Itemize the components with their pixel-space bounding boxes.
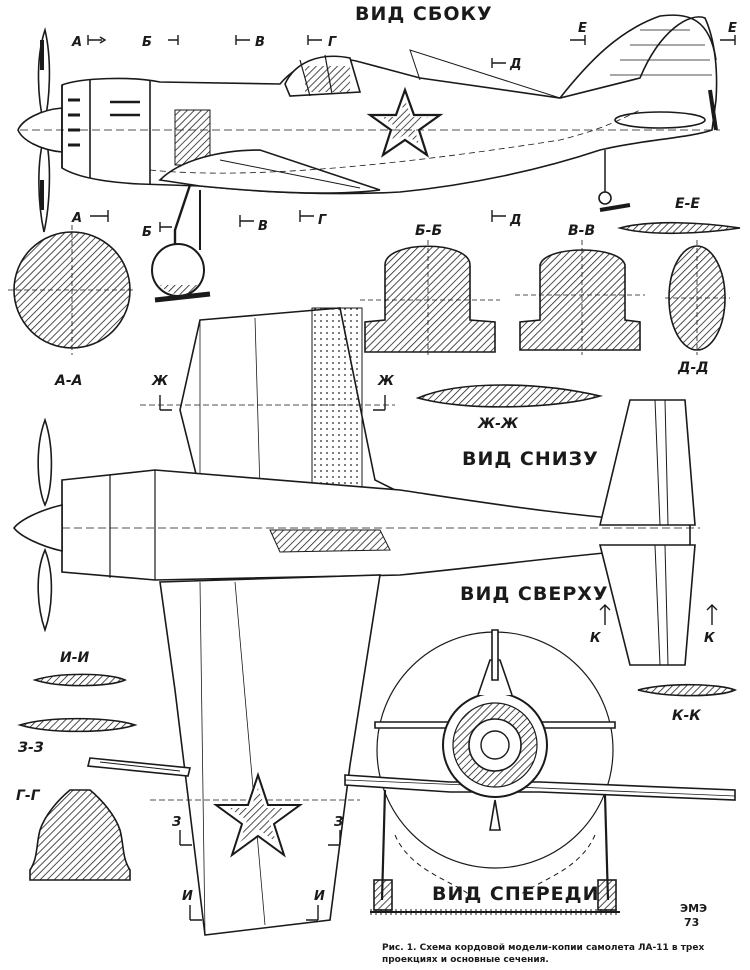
cut-d-top: Д (509, 57, 522, 72)
plan-stabilizer-lower (598, 544, 696, 666)
cut-a-bottom: А (71, 211, 82, 226)
section-bb (364, 245, 496, 353)
cut-z-right: З (334, 815, 343, 830)
label-section-zhzh: Ж-Ж (477, 416, 519, 432)
cut-k-right: К (704, 631, 716, 646)
label-section-ii: И-И (60, 650, 90, 666)
section-ee (616, 221, 741, 235)
section-zhzh (415, 384, 604, 408)
plan-view (12, 307, 718, 936)
title-front-view: ВИД СПЕРЕДИ (432, 883, 599, 905)
title-top-view: ВИД СВЕРХУ (460, 583, 609, 605)
magazine-logo: ЭМЭ 73 (680, 902, 707, 929)
label-section-vv: В-В (568, 223, 595, 239)
cut-b-top: Б (142, 35, 152, 50)
left-sections (17, 673, 192, 881)
title-bottom-view: ВИД СНИЗУ (462, 448, 599, 470)
cross-sections (8, 221, 741, 408)
cut-z-left: З (172, 815, 181, 830)
front-wing (344, 774, 736, 801)
logo-number: 73 (684, 916, 699, 929)
label-section-bb: Б-Б (415, 223, 442, 239)
cut-v-top: В (255, 35, 265, 50)
label-section-kk: К-К (672, 708, 701, 724)
cut-k-left: К (590, 631, 602, 646)
plan-spinner (12, 503, 63, 553)
cut-v-bottom: В (258, 219, 268, 234)
cut-b-bottom: Б (142, 225, 152, 240)
label-section-ee: Е-Е (675, 196, 700, 212)
cut-a-top: А (71, 35, 82, 50)
plan-lower-wing (159, 574, 381, 936)
section-vv (519, 249, 641, 351)
caption-line-2: проекциях и основные сечения. (382, 955, 549, 965)
cut-i-left: И (182, 889, 193, 904)
side-fin (559, 14, 717, 99)
cut-g-bottom: Г (318, 213, 327, 228)
cut-e-top-right: Е (728, 21, 737, 36)
title-side-view: ВИД СБОКУ (355, 3, 493, 25)
section-gg (29, 789, 131, 881)
section-zz (17, 717, 138, 733)
front-view (344, 629, 736, 915)
caption-line-1: Рис. 1. Схема кордовой модели-копии само… (382, 943, 704, 953)
side-view (17, 14, 736, 303)
logo-mark: ЭМЭ (680, 902, 707, 915)
cut-zh-left: Ж (151, 374, 169, 389)
plan-propeller (37, 417, 53, 507)
section-ii (32, 673, 127, 687)
cut-e-top-left: Е (578, 21, 587, 36)
cut-i-right: И (314, 889, 325, 904)
plan-upper-wing (179, 307, 396, 491)
label-section-dd: Д-Д (677, 360, 709, 376)
cut-d-bottom: Д (509, 213, 522, 228)
label-section-zz: З-З (18, 740, 44, 756)
label-section-gg: Г-Г (16, 788, 41, 804)
cut-zh-right: Ж (377, 374, 395, 389)
side-cut-letters: А Б В Г Д Е Е А Б В Г Д (71, 21, 737, 240)
section-kk (637, 683, 738, 697)
figure-caption: Рис. 1. Схема кордовой модели-копии само… (382, 943, 704, 965)
cut-g-top: Г (328, 35, 337, 50)
plan-stabilizer-upper (598, 399, 696, 526)
side-wing (158, 149, 381, 194)
side-fuselage (61, 16, 718, 195)
label-section-aa: А-А (54, 373, 82, 389)
